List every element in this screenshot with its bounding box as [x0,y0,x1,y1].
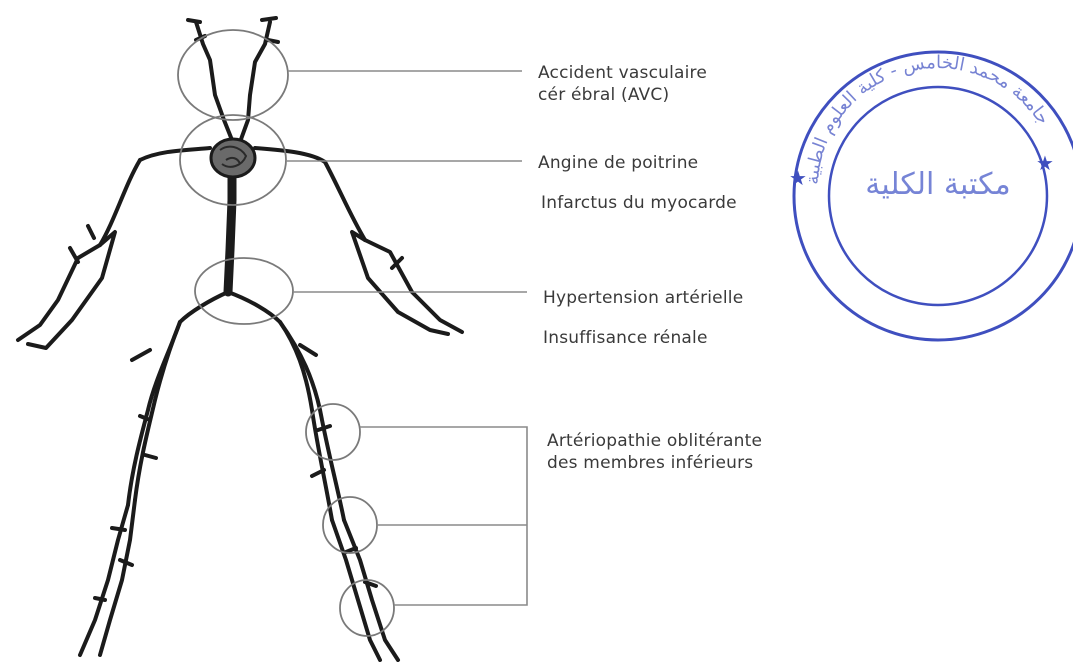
label-aomi: Artériopathie oblitérante des membres in… [547,430,762,474]
label-infarctus: Infarctus du myocarde [541,192,737,214]
label-avc-line1: Accident vasculaire [538,62,707,84]
body-outline [18,18,462,660]
label-avc: Accident vasculaire cér ébral (AVC) [538,62,707,106]
label-aomi-line1: Artériopathie oblitérante [547,430,762,452]
label-insuffisance: Insuffisance rénale [543,327,708,349]
label-aomi-line2: des membres inférieurs [547,452,762,474]
leader-aomi-bracket [360,427,527,605]
circle-head [178,30,288,120]
library-stamp: مكتبة الكلية ★ ★ جامعة محمد الخامس - كلي… [789,52,1073,340]
stamp-star-right: ★ [1036,151,1054,175]
label-avc-line2: cér ébral (AVC) [538,84,707,106]
label-hypertension: Hypertension artérielle [543,287,743,309]
stamp-center-text: مكتبة الكلية [865,167,1010,202]
heart-shape [211,139,255,177]
label-angine: Angine de poitrine [538,152,698,174]
circle-kidney [195,258,293,324]
circle-knee [323,497,377,553]
